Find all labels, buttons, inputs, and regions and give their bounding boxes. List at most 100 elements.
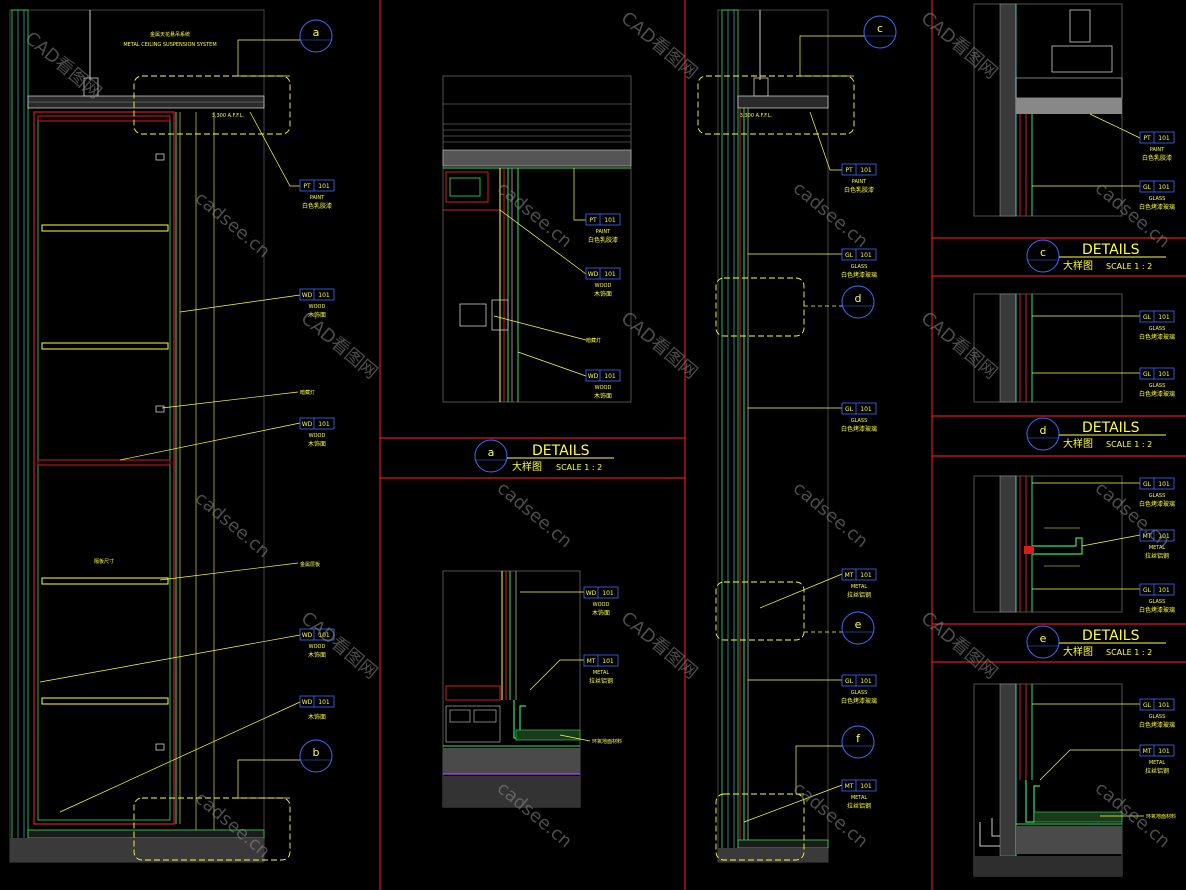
svg-text:白色烤漆玻璃: 白色烤漆玻璃 — [841, 697, 877, 705]
svg-text:白色烤漆玻璃: 白色烤漆玻璃 — [1139, 721, 1175, 729]
svg-text:WD: WD — [302, 292, 313, 299]
detail-b-drawing: WD 101 WOOD 木饰面 MT 101 METAL 拉丝铝钢 环氧地面材料 — [442, 570, 622, 808]
watermark-en: cadsee.cn — [191, 488, 274, 563]
detail-a-side-note: 暗藏灯 — [586, 337, 601, 344]
svg-text:白色烤漆玻璃: 白色烤漆玻璃 — [841, 271, 877, 279]
watermark-cn: CAD看图网 — [617, 608, 702, 684]
shelf-dim-note: 隔板尺寸 — [94, 558, 114, 565]
svg-text:101: 101 — [1158, 371, 1170, 378]
detail-d-tag-2: GL 101 GLASS 白色烤漆玻璃 — [1139, 367, 1175, 398]
left-tag-4: WD 101 WOOD 木饰面 — [299, 628, 335, 659]
svg-text:101: 101 — [318, 632, 330, 639]
svg-text:MT: MT — [845, 783, 854, 790]
svg-text:101: 101 — [318, 292, 330, 299]
svg-text:WOOD: WOOD — [595, 385, 612, 391]
svg-text:MT: MT — [587, 658, 596, 665]
svg-text:白色乳胶漆: 白色乳胶漆 — [588, 236, 618, 244]
left-tag-3: WD 101 WOOD 木饰面 — [299, 417, 335, 448]
left-elevation: a b 金属天花悬吊系统 METAL CEILING SUSPENSION SY… — [9, 9, 335, 863]
detail-e-title: e DETAILS 大样图 SCALE 1 : 2 — [1026, 625, 1166, 659]
svg-text:101: 101 — [1158, 533, 1170, 540]
watermark-cn: CAD看图网 — [917, 608, 1002, 684]
detail-c-tag-2: GL 101 GLASS 白色烤漆玻璃 — [1139, 180, 1175, 211]
svg-text:GLASS: GLASS — [1149, 599, 1166, 605]
svg-text:木饰面: 木饰面 — [308, 713, 326, 721]
svg-text:白色烤漆玻璃: 白色烤漆玻璃 — [1139, 390, 1175, 398]
svg-text:101: 101 — [1158, 702, 1170, 709]
left-tag-5: WD 101 木饰面 — [299, 695, 335, 721]
svg-text:101: 101 — [860, 406, 872, 413]
detail-a-drawing: PT 101 PAINT 白色乳胶漆 WD 101 WOOD 木饰面 暗藏灯 W… — [442, 75, 632, 403]
ceiling-level: 3,300 A.F.F.L. — [212, 113, 245, 119]
svg-text:d: d — [1040, 424, 1047, 437]
svg-text:PT: PT — [303, 183, 311, 190]
svg-text:101: 101 — [604, 271, 616, 278]
svg-text:101: 101 — [604, 217, 616, 224]
right-tag-2: GL 101 GLASS 白色烤漆玻璃 — [841, 248, 877, 279]
svg-text:101: 101 — [1158, 184, 1170, 191]
svg-text:GLASS: GLASS — [1149, 196, 1166, 202]
svg-text:PT: PT — [589, 217, 597, 224]
svg-text:大样图: 大样图 — [1063, 437, 1093, 450]
detail-c-title: c DETAILS 大样图 SCALE 1 : 2 — [1026, 239, 1166, 273]
svg-text:101: 101 — [318, 699, 330, 706]
svg-text:白色烤漆玻璃: 白色烤漆玻璃 — [1139, 500, 1175, 508]
svg-text:SCALE 1 : 2: SCALE 1 : 2 — [1106, 648, 1152, 657]
svg-text:GL: GL — [1143, 184, 1152, 191]
svg-text:101: 101 — [602, 658, 614, 665]
svg-text:拉丝铝钢: 拉丝铝钢 — [847, 802, 871, 810]
right-tag-5: GL 101 GLASS 白色烤漆玻璃 — [841, 674, 877, 705]
right-tag-1: PT 101 PAINT 白色乳胶漆 — [841, 163, 877, 194]
svg-text:SCALE 1 : 2: SCALE 1 : 2 — [1106, 262, 1152, 271]
detail-f-drawing: GL 101 GLASS 白色烤漆玻璃 MT 101 METAL 拉丝铝钢 环氧… — [973, 683, 1176, 877]
svg-text:GLASS: GLASS — [1149, 326, 1166, 332]
detail-e-tag-3: GL 101 GLASS 白色烤漆玻璃 — [1139, 583, 1175, 614]
svg-text:白色烤漆玻璃: 白色烤漆玻璃 — [841, 425, 877, 433]
detail-d-title: d DETAILS 大样图 SCALE 1 : 2 — [1026, 417, 1166, 451]
svg-text:DETAILS: DETAILS — [532, 443, 590, 459]
svg-text:SCALE 1 : 2: SCALE 1 : 2 — [1106, 440, 1152, 449]
watermark-cn: CAD看图网 — [617, 8, 702, 84]
svg-text:GL: GL — [1143, 702, 1152, 709]
svg-text:GL: GL — [1143, 481, 1152, 488]
svg-text:SCALE 1 : 2: SCALE 1 : 2 — [556, 463, 602, 472]
svg-text:METAL: METAL — [851, 795, 868, 801]
right-tag-3: GL 101 GLASS 白色烤漆玻璃 — [841, 402, 877, 433]
left-tag-2: WD 101 WOOD 木饰面 — [299, 288, 335, 319]
right-tag-6: MT 101 METAL 拉丝铝钢 — [841, 779, 877, 810]
svg-text:WOOD: WOOD — [593, 602, 610, 608]
svg-text:WOOD: WOOD — [595, 283, 612, 289]
svg-text:101: 101 — [860, 783, 872, 790]
svg-text:大样图: 大样图 — [1063, 645, 1093, 658]
svg-text:白色烤漆玻璃: 白色烤漆玻璃 — [1139, 606, 1175, 614]
detail-a-tag-2: WD 101 WOOD 木饰面 — [585, 267, 621, 298]
detail-a-tag-1: PT 101 PAINT 白色乳胶漆 — [585, 213, 621, 244]
ceiling-note-en: METAL CEILING SUSPENSION SYSTEM — [123, 42, 216, 48]
svg-text:木饰面: 木饰面 — [308, 440, 326, 448]
svg-text:WD: WD — [302, 632, 313, 639]
left-side-note-light: 暗藏灯 — [300, 389, 315, 396]
svg-text:GL: GL — [845, 252, 854, 259]
svg-text:WOOD: WOOD — [309, 644, 326, 650]
detail-e-tag-2: MT 101 METAL 拉丝铝钢 — [1139, 529, 1175, 560]
svg-text:101: 101 — [860, 167, 872, 174]
svg-text:101: 101 — [318, 183, 330, 190]
watermark-en: cadsee.cn — [493, 178, 576, 253]
svg-text:木饰面: 木饰面 — [308, 311, 326, 319]
detail-marker-a: a — [313, 26, 320, 39]
watermark-cn: CAD看图网 — [917, 8, 1002, 84]
svg-text:101: 101 — [604, 373, 616, 380]
svg-text:PAINT: PAINT — [852, 179, 867, 185]
svg-text:MT: MT — [845, 572, 854, 579]
svg-text:a: a — [488, 446, 495, 459]
svg-text:MT: MT — [1143, 748, 1152, 755]
svg-text:101: 101 — [860, 252, 872, 259]
svg-text:GL: GL — [1143, 587, 1152, 594]
svg-text:DETAILS: DETAILS — [1082, 628, 1140, 644]
svg-text:e: e — [1040, 632, 1047, 645]
svg-text:GL: GL — [845, 678, 854, 685]
svg-text:METAL: METAL — [1149, 545, 1166, 551]
right-ceiling-level: 3,300 A.F.F.L. — [740, 113, 773, 119]
detail-e-drawing: GL 101 GLASS 白色烤漆玻璃 MT 101 METAL 拉丝铝钢 GL… — [973, 475, 1175, 614]
detail-a-tag-3: WD 101 WOOD 木饰面 — [585, 369, 621, 400]
